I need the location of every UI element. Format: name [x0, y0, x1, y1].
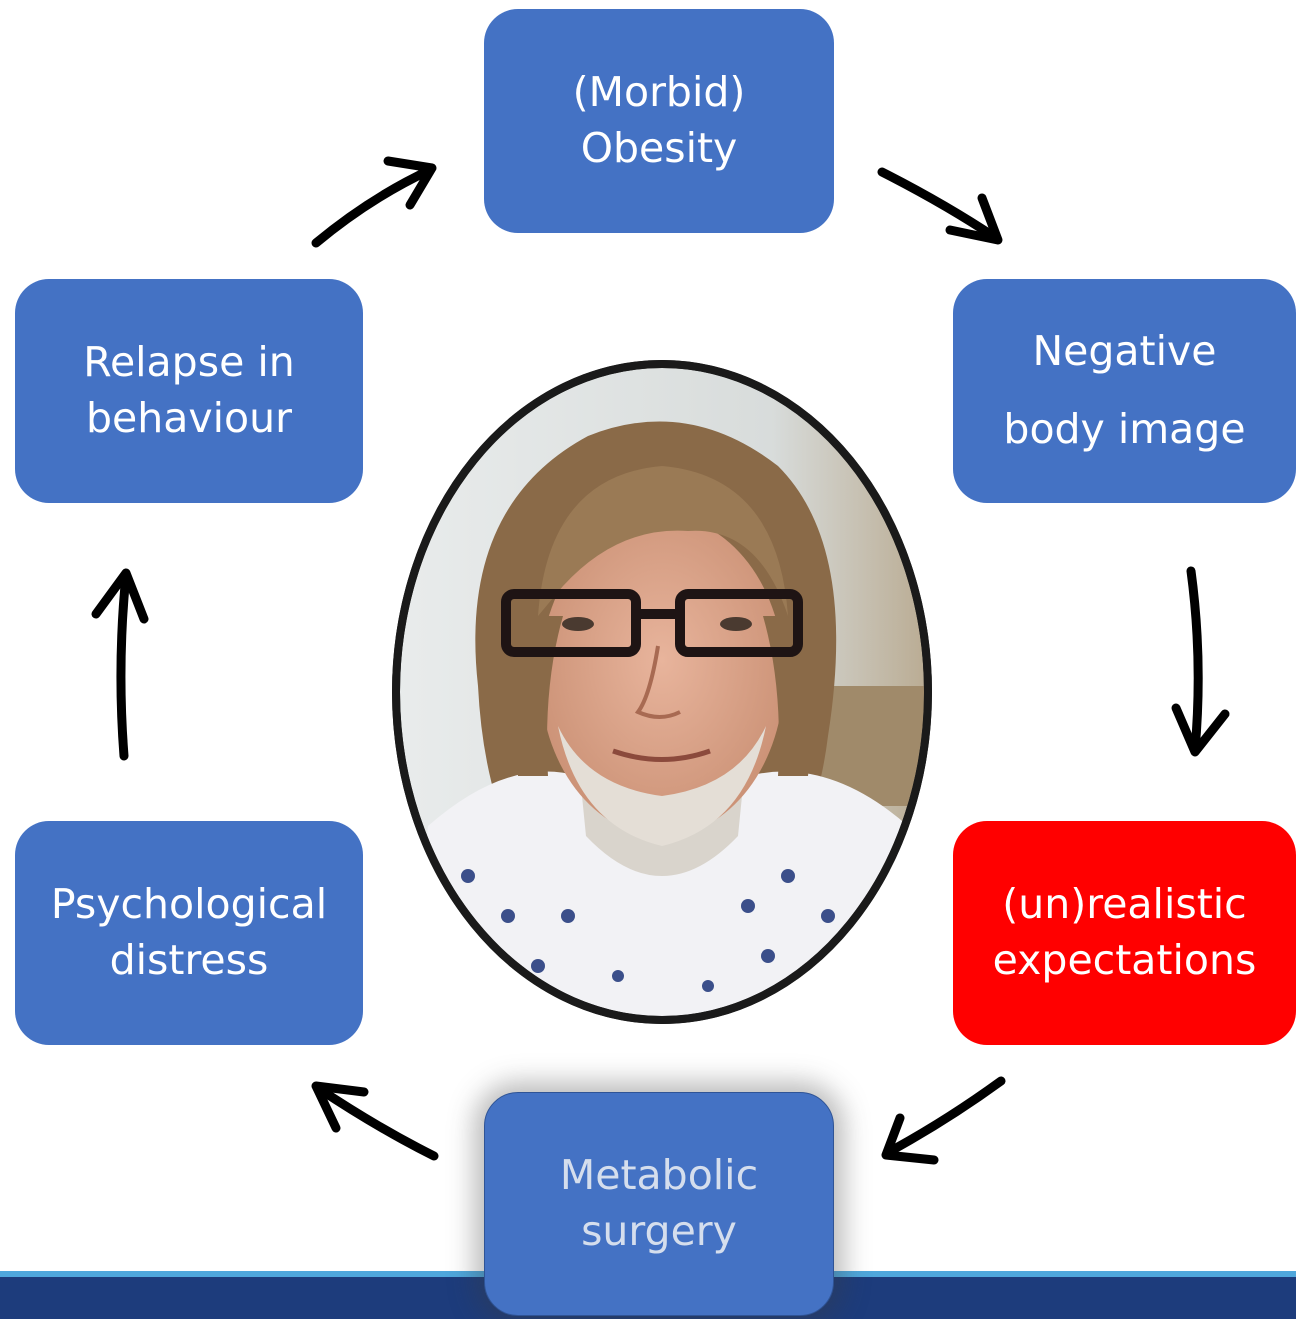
- arrow-expectations-to-surgery: [881, 1076, 1006, 1165]
- node-morbid-obesity: (Morbid) Obesity: [484, 9, 834, 233]
- node-label-line: Negative: [1032, 327, 1217, 376]
- node-label-line: (un)realistic: [1002, 880, 1247, 929]
- node-label-line: Obesity: [580, 124, 738, 172]
- arrow-surgery-to-distress: [311, 1081, 439, 1161]
- node-label-line: Relapse in: [83, 338, 295, 387]
- portrait-photo: [392, 360, 932, 1024]
- node-label-line: Psychological: [50, 880, 328, 929]
- node-label-line: (Morbid): [572, 68, 746, 117]
- arrow-obesity-to-body-image: [877, 167, 1003, 245]
- node-metabolic-surgery: Metabolic surgery: [484, 1092, 834, 1316]
- arrow-distress-to-relapse: [91, 568, 149, 761]
- node-psychological-distress: Psychological distress: [15, 821, 363, 1045]
- arrow-body-image-to-expectations: [1171, 566, 1230, 757]
- node-unrealistic-expectations: (un)realistic expectations: [953, 821, 1296, 1045]
- node-label-line: Metabolic: [559, 1151, 759, 1200]
- node-label-line: expectations: [992, 936, 1257, 984]
- node-label-line: distress: [109, 936, 269, 984]
- arrow-relapse-to-obesity: [311, 156, 437, 248]
- node-label-line: body image: [1003, 405, 1246, 453]
- node-negative-body-image: Negative body image: [953, 279, 1296, 503]
- node-relapse-in-behaviour: Relapse in behaviour: [15, 279, 363, 503]
- node-label-line: surgery: [581, 1207, 737, 1255]
- node-label-line: behaviour: [86, 394, 292, 442]
